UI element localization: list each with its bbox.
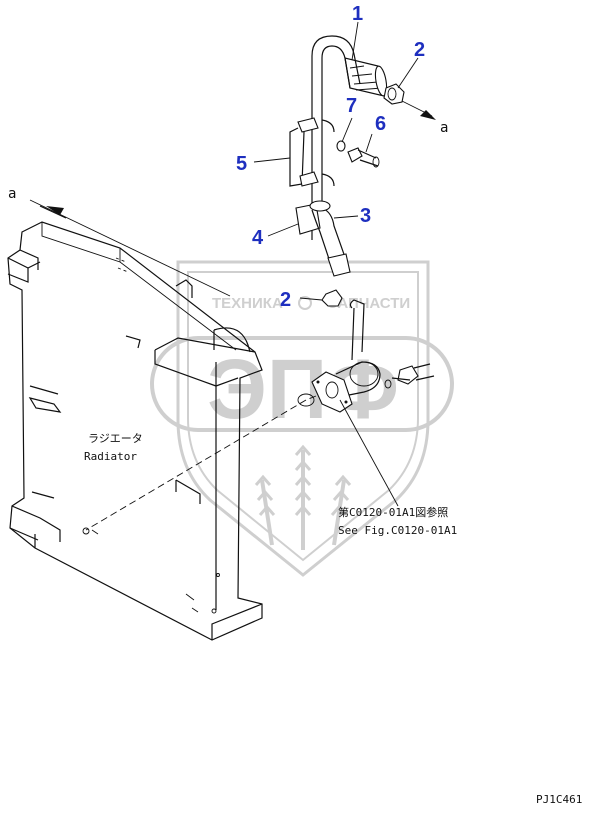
watermark-text-right: ЗАПЧАСТИ [328, 295, 410, 312]
callout-4: 4 [252, 227, 264, 249]
callout-3: 3 [360, 205, 371, 227]
connection-arrow-left [29, 199, 231, 297]
callout-1: 1 [352, 3, 363, 25]
callout-5: 5 [236, 153, 247, 175]
drawing-code: PJ1C461 [536, 793, 582, 806]
watermark-text-left: ТЕХНИКА [212, 295, 283, 312]
watermark-logo: ЭПФ [207, 342, 399, 436]
callout-6: 6 [375, 113, 386, 135]
radiator-label-en: Radiator [84, 450, 137, 463]
callout-7: 7 [346, 95, 357, 117]
arrow-label-right: a [440, 120, 448, 136]
watermark-logo-frame [150, 336, 454, 432]
callout-2-lower: 2 [280, 289, 291, 311]
reference-label-en: See Fig.C0120-01A1 [338, 524, 457, 537]
callout-2-upper: 2 [414, 39, 425, 61]
leader-lines [253, 21, 419, 507]
gear-icon [298, 296, 312, 310]
hose-assembly [85, 35, 435, 531]
radiator [7, 221, 315, 641]
radiator-label-jp: ラジエータ [88, 432, 143, 445]
wheat-icon [254, 444, 352, 550]
arrow-label-left: a [8, 186, 16, 202]
reference-label-jp: 第C0120-01A1図参照 [338, 505, 448, 519]
